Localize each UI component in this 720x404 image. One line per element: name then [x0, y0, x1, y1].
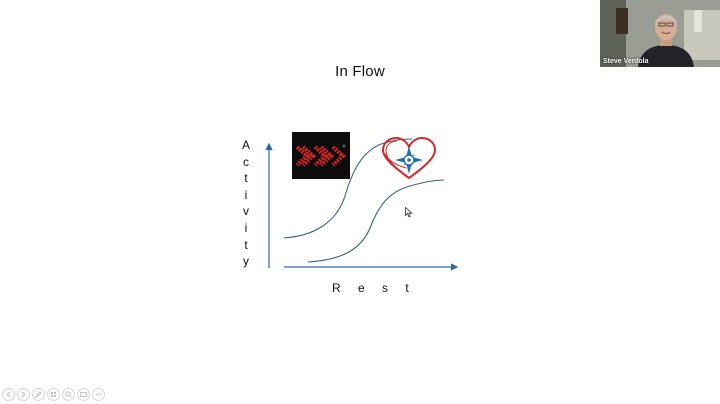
participant-video-tile[interactable]: Steve Ventola	[600, 0, 720, 67]
slide-sorter-button[interactable]	[47, 388, 60, 401]
y-axis-letter: y	[243, 254, 249, 269]
x-axis-label: R e s t	[332, 281, 416, 295]
upper-flow-curve	[283, 138, 413, 239]
subtitles-icon	[80, 392, 87, 397]
slideshow-toolbar	[2, 388, 105, 402]
ellipsis-icon	[95, 393, 102, 396]
participant-video-feed	[600, 0, 720, 67]
y-axis-letter: t	[244, 237, 248, 252]
heart-compass-icon	[381, 136, 437, 180]
y-axis-letter: v	[243, 204, 249, 219]
red-chevrons-icon	[292, 132, 350, 179]
pen-icon	[35, 391, 42, 398]
magnifier-icon	[65, 391, 72, 398]
y-axis-letter: A	[241, 138, 250, 152]
grid-icon	[51, 392, 56, 397]
y-axis-letter: i	[244, 187, 248, 202]
y-axis-letter: i	[244, 220, 248, 235]
next-slide-button[interactable]	[17, 388, 30, 401]
zoom-button[interactable]	[62, 388, 75, 401]
pen-tool-button[interactable]	[32, 388, 45, 401]
arrow-right-icon	[21, 391, 26, 398]
more-options-button[interactable]	[92, 388, 105, 401]
y-axis-letter: c	[243, 154, 249, 169]
previous-slide-button[interactable]	[2, 388, 15, 401]
y-axis-label: A c t i v i t y	[239, 137, 253, 270]
slide-title: In Flow	[335, 63, 385, 80]
lower-flow-curve	[307, 179, 445, 263]
subtitles-button[interactable]	[77, 388, 90, 401]
y-axis-letter: t	[244, 171, 248, 186]
arrow-left-icon	[6, 391, 11, 398]
participant-name: Steve Ventola	[603, 58, 649, 65]
mouse-pointer-icon	[405, 205, 413, 223]
